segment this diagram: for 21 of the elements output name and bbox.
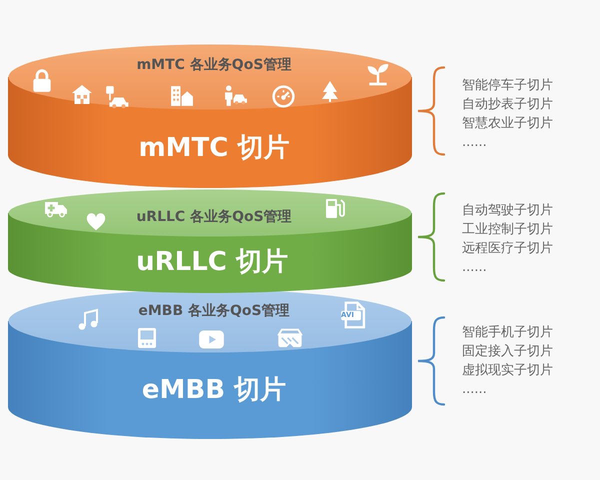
layer-caption: uRLLC 各业务QoS管理 <box>136 209 292 226</box>
list-item: ...... <box>462 381 487 398</box>
list-item: 工业控制子切片 <box>462 221 553 238</box>
layer-title: uRLLC 切片 <box>136 247 288 277</box>
list-item: 智能停车子切片 <box>462 77 553 94</box>
list-item: ...... <box>462 259 487 276</box>
list-item: ...... <box>462 134 487 151</box>
list-item: 自动抄表子切片 <box>462 96 553 113</box>
layer-caption: eMBB 各业务QoS管理 <box>138 303 290 320</box>
list-item: 自动驾驶子切片 <box>462 202 553 219</box>
list-item: 固定接入子切片 <box>462 343 553 360</box>
cylinder <box>8 189 412 293</box>
layer-title: mMTC 切片 <box>138 133 290 163</box>
list-item: 智能手机子切片 <box>462 324 553 341</box>
layer-title: eMBB 切片 <box>142 375 286 405</box>
layer-caption: mMTC 各业务QoS管理 <box>136 57 292 74</box>
list-item: 智慧农业子切片 <box>462 115 553 132</box>
list-item: 虚拟现实子切片 <box>462 362 553 379</box>
list-item: 远程医疗子切片 <box>462 240 553 257</box>
cylinder <box>8 44 412 188</box>
cylinder <box>8 289 412 439</box>
